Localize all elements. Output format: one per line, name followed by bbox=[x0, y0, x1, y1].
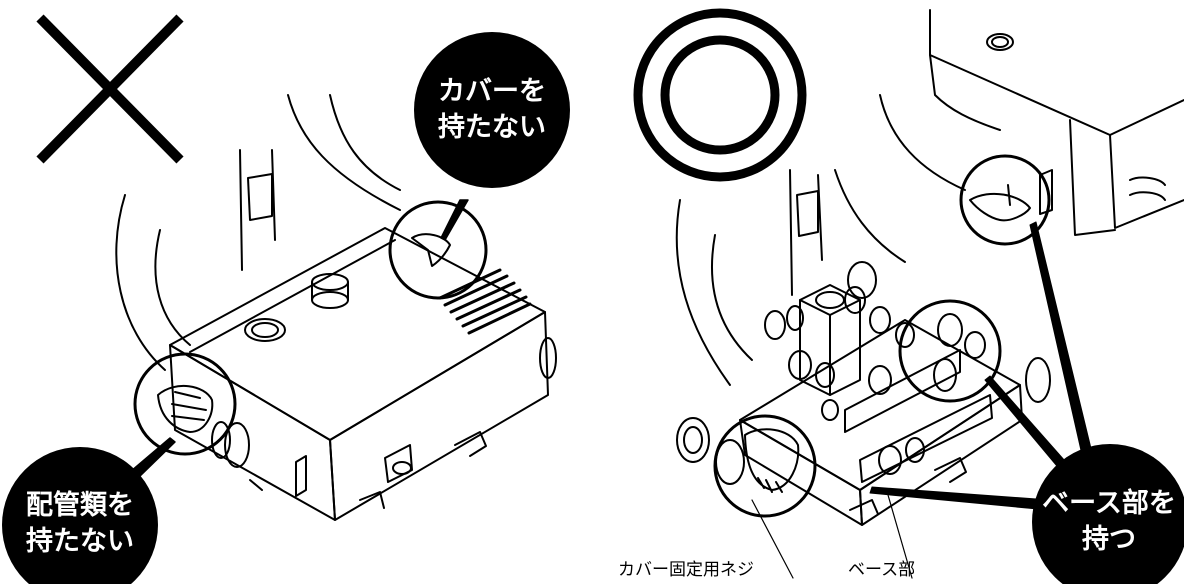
hand-on-base-icon bbox=[744, 428, 800, 493]
left-person-outline bbox=[115, 94, 401, 371]
hand-on-pipes-icon bbox=[157, 384, 214, 433]
label-leader-lines bbox=[751, 494, 913, 579]
callout-pipes-text: 配管類を 持たない bbox=[10, 488, 150, 560]
label-base: ベース部 bbox=[848, 560, 916, 580]
highlight-circle-piping-ok bbox=[898, 299, 1002, 403]
callout-disc-pipes bbox=[2, 447, 158, 588]
right-person-outline bbox=[675, 169, 906, 386]
callout-disc-base bbox=[1032, 444, 1184, 588]
callout-base-text: ベース部を 持つ bbox=[1034, 486, 1184, 558]
highlight-circle-cover bbox=[388, 200, 488, 300]
highlight-circle-inset bbox=[959, 154, 1051, 246]
cross-mark-icon bbox=[36, 14, 184, 164]
highlight-circle-base bbox=[713, 414, 817, 518]
callout-cover-text: カバーを 持たない bbox=[422, 74, 562, 146]
callout-base-line2: 持つ bbox=[1082, 524, 1136, 555]
callout-pipes-line1: 配管類を bbox=[26, 490, 134, 521]
highlight-circle-pipes bbox=[133, 352, 237, 456]
inset-unit-corner bbox=[879, 9, 1184, 236]
callout-disc-cover bbox=[414, 32, 570, 188]
left-leader-lines bbox=[129, 199, 469, 479]
hand-on-cover-icon bbox=[411, 233, 451, 267]
hand-on-base-inset-icon bbox=[969, 184, 1031, 222]
label-cover-screw: カバー固定用ネジ bbox=[618, 560, 754, 580]
left-unit-cover bbox=[169, 227, 557, 521]
callout-pipes-line2: 持たない bbox=[26, 526, 134, 557]
right-leader-lines bbox=[869, 221, 1096, 511]
callout-cover-line2: 持たない bbox=[438, 112, 546, 143]
callout-cover-line1: カバーを bbox=[438, 76, 546, 107]
callout-base-line1: ベース部を bbox=[1042, 488, 1176, 519]
double-circle-mark-icon bbox=[633, 8, 807, 182]
right-unit-base bbox=[676, 261, 1051, 526]
